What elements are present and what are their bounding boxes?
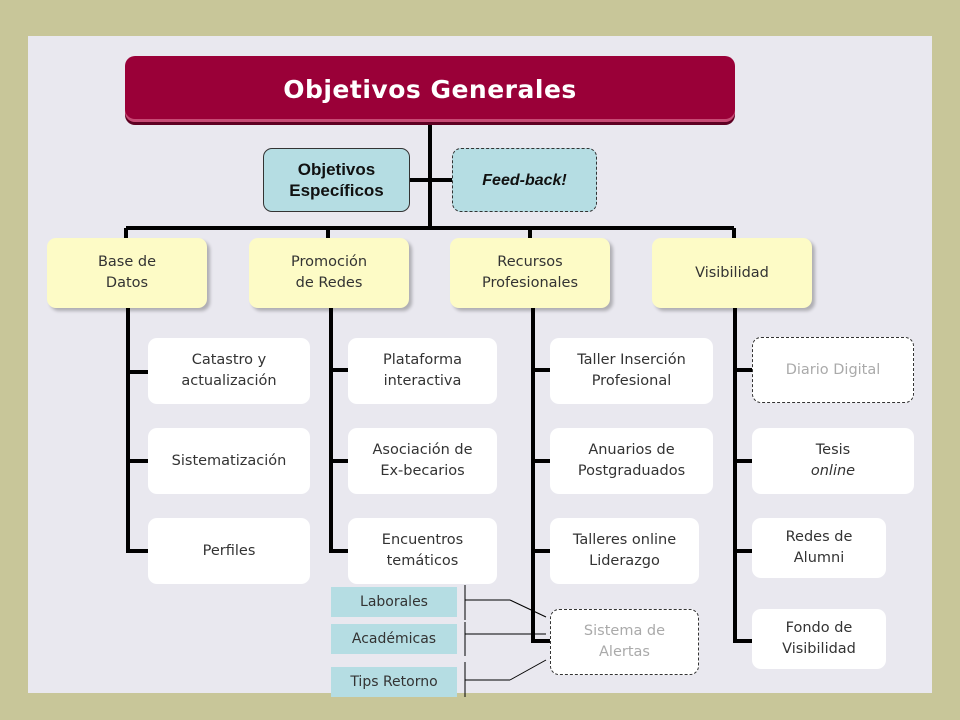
- line: Redes de: [785, 529, 853, 545]
- node-sistematizacion: Sistematización: [148, 428, 310, 494]
- line: Encuentros: [381, 532, 464, 548]
- line: Ex-becarios: [380, 463, 465, 479]
- category-base-de-datos: Base de Datos: [47, 238, 207, 308]
- node-perfiles: Perfiles: [148, 518, 310, 584]
- line: Liderazgo: [589, 553, 660, 569]
- node-asociacion: Asociación de Ex-becarios: [348, 428, 497, 494]
- node-tesis-online: Tesis online: [752, 428, 914, 494]
- line: Perfiles: [202, 542, 256, 559]
- node-fondo-visibilidad: Fondo de Visibilidad: [752, 609, 886, 669]
- node-encuentros: Encuentros temáticos: [348, 518, 497, 584]
- line: Asociación de: [372, 442, 473, 458]
- line: Alumni: [793, 550, 845, 566]
- line: Datos: [105, 275, 149, 291]
- line: Taller Inserción: [577, 352, 686, 368]
- node-plataforma: Plataforma interactiva: [348, 338, 497, 404]
- tag-laborales: Laborales: [331, 587, 457, 617]
- tag-tips-retorno: Tips Retorno: [331, 667, 457, 697]
- line: Sistematización: [171, 452, 287, 469]
- line: Plataforma: [383, 352, 462, 368]
- line: online: [810, 463, 856, 479]
- line: Diario Digital: [785, 361, 881, 378]
- line: Objetivos: [297, 160, 376, 179]
- line: Base de: [97, 254, 157, 270]
- root-objetivos-generales: Objetivos Generales: [125, 56, 735, 122]
- line: Sistema de: [583, 623, 666, 639]
- line: Recursos: [497, 254, 563, 270]
- line: Profesional: [591, 373, 672, 389]
- line: Tesis: [815, 442, 851, 458]
- line: Postgraduados: [577, 463, 686, 479]
- category-promocion-de-redes: Promoción de Redes: [249, 238, 409, 308]
- tag-academicas: Académicas: [331, 624, 457, 654]
- line: Visibilidad: [695, 264, 769, 281]
- line: Alertas: [599, 644, 650, 660]
- line: Anuarios de: [588, 442, 675, 458]
- line: interactiva: [383, 373, 462, 389]
- node-catastro: Catastro y actualización: [148, 338, 310, 404]
- line: temáticos: [386, 553, 459, 569]
- line: Específicos: [289, 181, 384, 200]
- line: Catastro y: [191, 352, 267, 368]
- line: Profesionales: [481, 275, 579, 291]
- category-visibilidad: Visibilidad: [652, 238, 812, 308]
- feedback-node: Feed-back!: [452, 148, 597, 212]
- node-diario-digital: Diario Digital: [752, 337, 914, 403]
- line: Visibilidad: [782, 641, 856, 657]
- line: Talleres online: [572, 532, 677, 548]
- line: actualización: [181, 373, 277, 389]
- node-redes-alumni: Redes de Alumni: [752, 518, 886, 578]
- line: Fondo de: [785, 620, 853, 636]
- line: Promoción: [290, 254, 368, 270]
- node-anuarios: Anuarios de Postgraduados: [550, 428, 713, 494]
- node-sistema-alertas: Sistema de Alertas: [550, 609, 699, 675]
- line: de Redes: [295, 275, 363, 291]
